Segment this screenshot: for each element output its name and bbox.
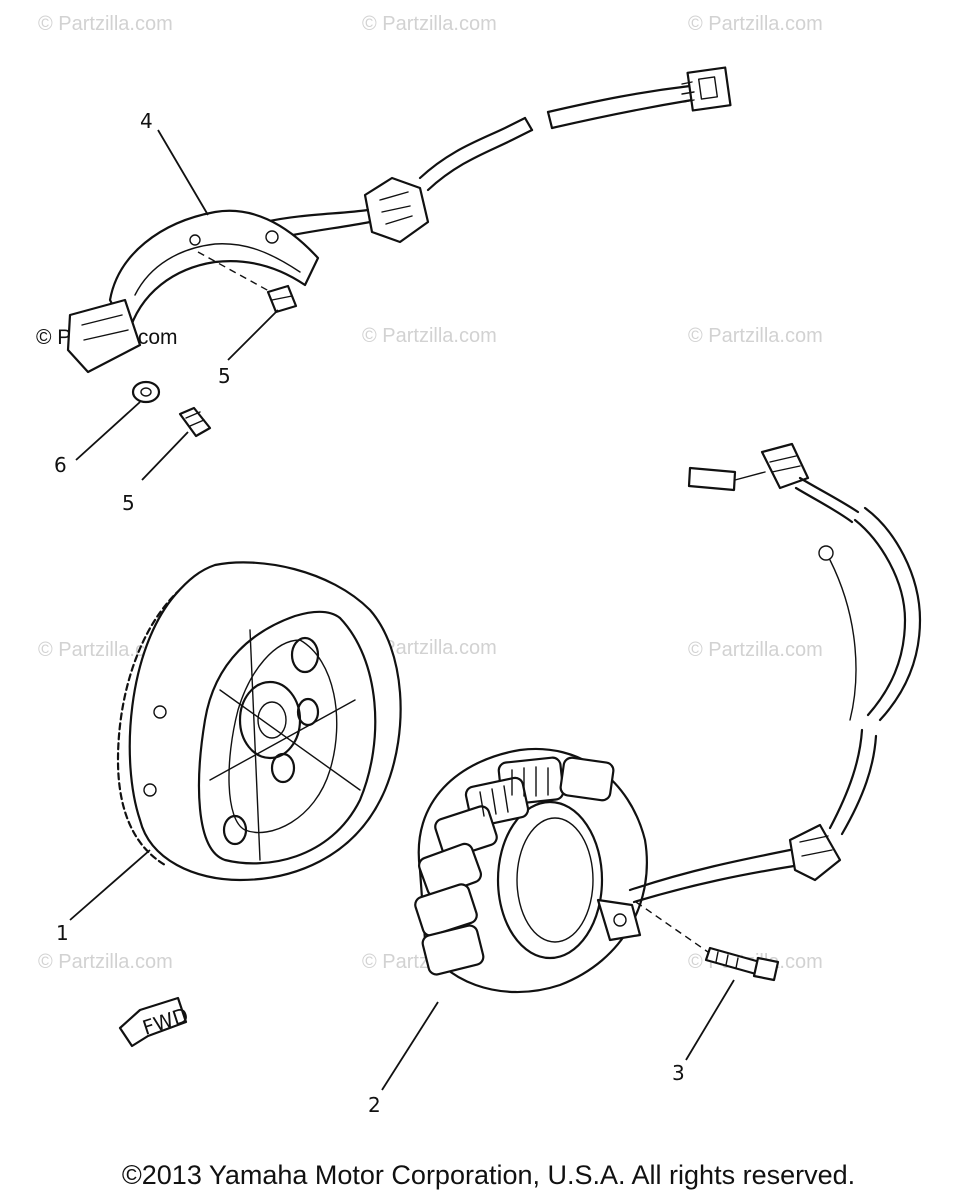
callout-1: 1 [56,921,69,945]
watermark-text: © Partzilla.com [688,13,823,35]
watermark-text: © Partzilla.com [38,13,173,35]
watermark-text: © Partzilla.com [362,637,497,659]
watermark-text: © Partzilla.com [38,951,173,973]
copyright-notice: ©2013 Yamaha Motor Corporation, U.S.A. A… [121,1160,856,1190]
watermark-text: © Partzilla.com [688,639,823,661]
callout-6: 6 [54,453,67,477]
washer-drawing [131,380,161,404]
pickup-screw-lower-drawing [178,406,212,438]
pickup-coil-drawing [66,66,732,374]
leader-lines [69,129,735,1091]
callout-3: 3 [672,1061,685,1085]
stator-screw-drawing [635,901,780,982]
watermark-text: © Partzilla.com [362,13,497,35]
pickup-screw-upper-drawing [266,284,298,314]
flywheel-drawing [116,561,402,882]
watermark-text: © Partzilla.com [362,325,497,347]
watermark-text: © Partzilla.com [38,639,173,661]
fwd-arrow: FWD [118,996,191,1048]
callouts: 4 5 6 5 1 2 3 [54,109,685,1117]
callout-4: 4 [140,109,153,133]
callout-2: 2 [368,1093,381,1117]
stator-drawing [414,442,922,994]
watermark-text: © Partzilla.com [688,325,823,347]
callout-5: 5 [122,491,135,515]
callout-5: 5 [218,364,231,388]
